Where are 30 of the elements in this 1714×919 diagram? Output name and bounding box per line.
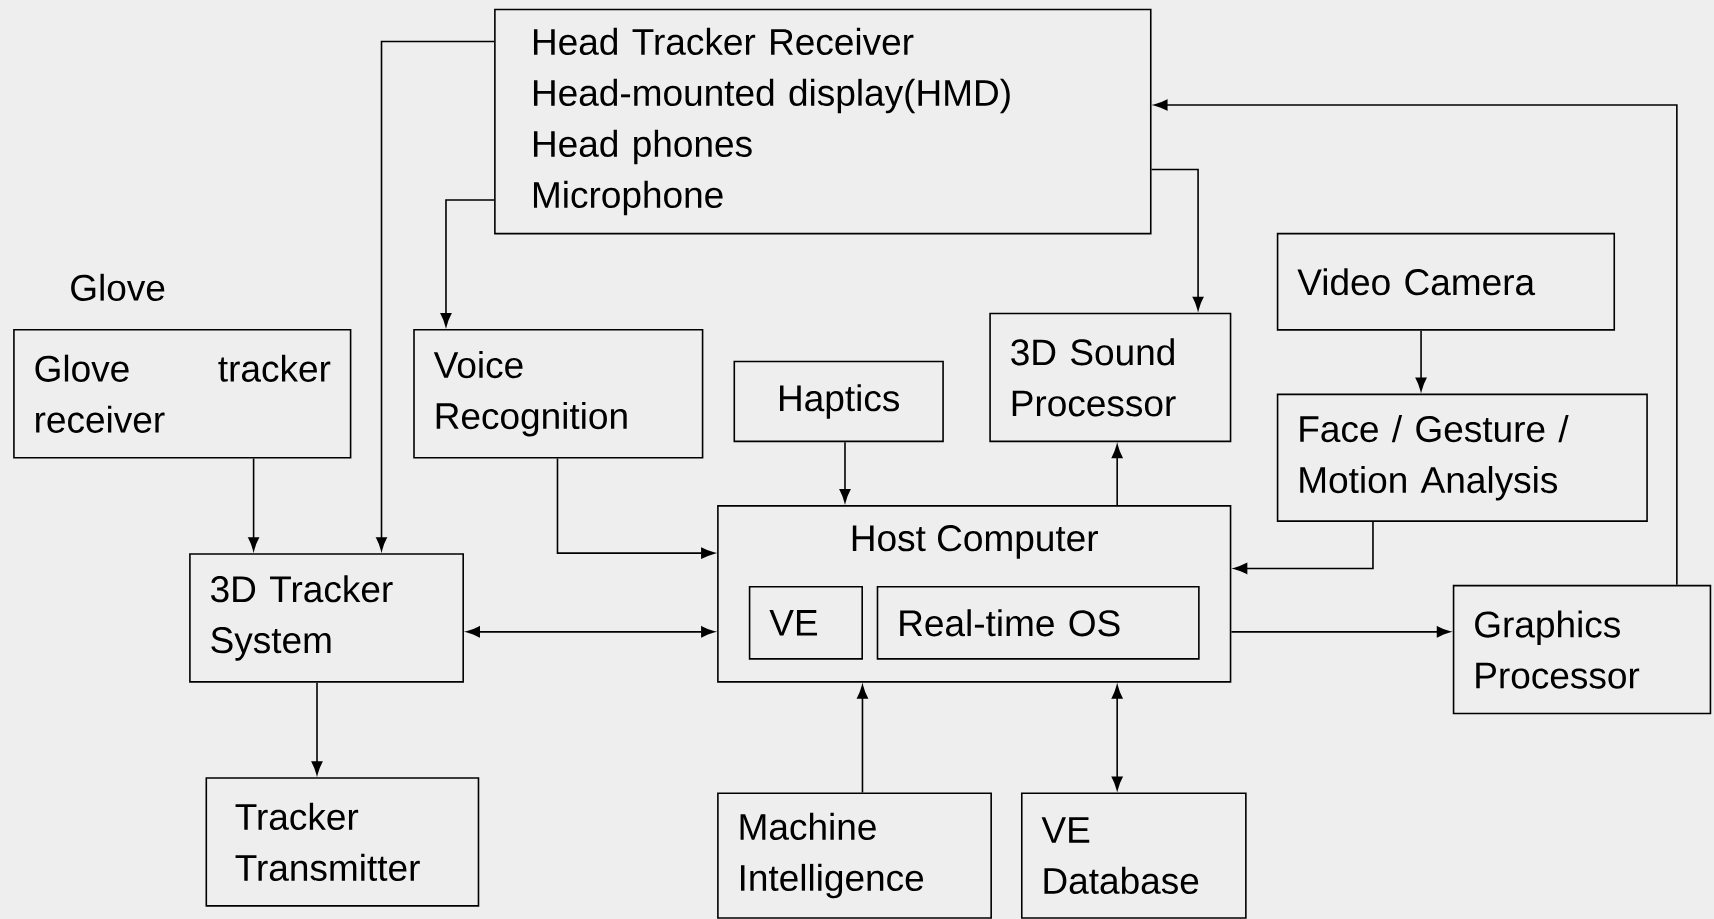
process-box: Glove tracker receiver (13, 329, 352, 459)
arrow (311, 681, 323, 775)
process-box: Tracker Transmitter (205, 777, 480, 907)
process-box: 3D Tracker System (189, 553, 464, 683)
arrow (857, 685, 868, 794)
process-box: Graphics Processor (1452, 584, 1712, 715)
arrow (1415, 329, 1427, 392)
arrow (440, 199, 495, 327)
process-box: Video Camera (1276, 232, 1616, 331)
component-box: Real-time OS (876, 585, 1200, 660)
arrow (466, 626, 715, 638)
box-heading: Glove (71, 273, 165, 301)
arrow (556, 457, 715, 559)
device-box: Head Tracker Receiver Head-mounted display(HMD) Head phones Microphone (494, 8, 1152, 235)
arrow (248, 457, 259, 551)
arrow (839, 441, 851, 503)
process-box: Machine Intelligence (717, 792, 992, 919)
process-box: 3D Sound Processor (989, 312, 1232, 443)
arrow (1233, 521, 1374, 574)
arrow (1230, 626, 1451, 638)
component-box: VE (748, 585, 863, 660)
arrow (1111, 444, 1123, 506)
arrow (376, 40, 495, 551)
process-box: VE Database (1020, 792, 1247, 919)
process-box: Haptics (733, 360, 944, 443)
arrow (1111, 685, 1123, 790)
process-box: Face / Gesture / Motion Analysis (1276, 393, 1648, 522)
arrow (1154, 99, 1678, 586)
arrow (1150, 168, 1204, 311)
process-box: Voice Recognition (413, 329, 704, 459)
